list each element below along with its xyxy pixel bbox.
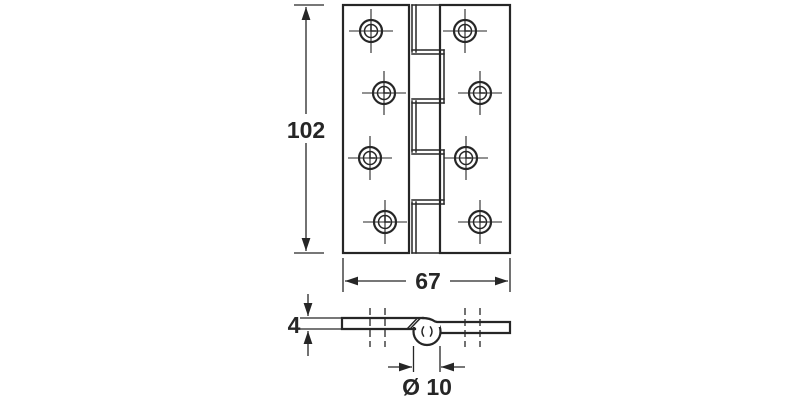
screw-hole xyxy=(458,71,502,115)
dimension-width: 67 xyxy=(342,258,511,294)
front-view xyxy=(341,3,512,255)
dimension-label-height: 102 xyxy=(287,117,325,143)
screw-hole xyxy=(444,136,488,180)
screw-hole xyxy=(362,71,406,115)
side-view xyxy=(340,308,512,347)
screw-hole xyxy=(363,200,407,244)
screw-hole xyxy=(458,200,502,244)
screw-holes xyxy=(348,9,502,244)
dimension-label-barrel-diameter: Ø 10 xyxy=(402,374,452,400)
left-leaf xyxy=(341,3,411,255)
dimension-height: 102 xyxy=(287,4,325,254)
left-leaf-profile xyxy=(340,316,425,331)
screw-hole xyxy=(443,9,487,53)
dimension-thickness: 4 xyxy=(288,294,341,356)
right-leaf xyxy=(438,3,512,255)
dimension-label-thickness: 4 xyxy=(288,312,301,338)
curl-marks xyxy=(406,317,422,330)
dimension-label-width: 67 xyxy=(415,268,441,294)
pin-mark xyxy=(421,325,433,338)
knuckle xyxy=(411,4,445,254)
screw-hole xyxy=(349,9,393,53)
screw-hole xyxy=(348,136,392,180)
right-leaf-profile xyxy=(421,316,512,335)
dimension-barrel-diameter: Ø 10 xyxy=(388,346,465,400)
